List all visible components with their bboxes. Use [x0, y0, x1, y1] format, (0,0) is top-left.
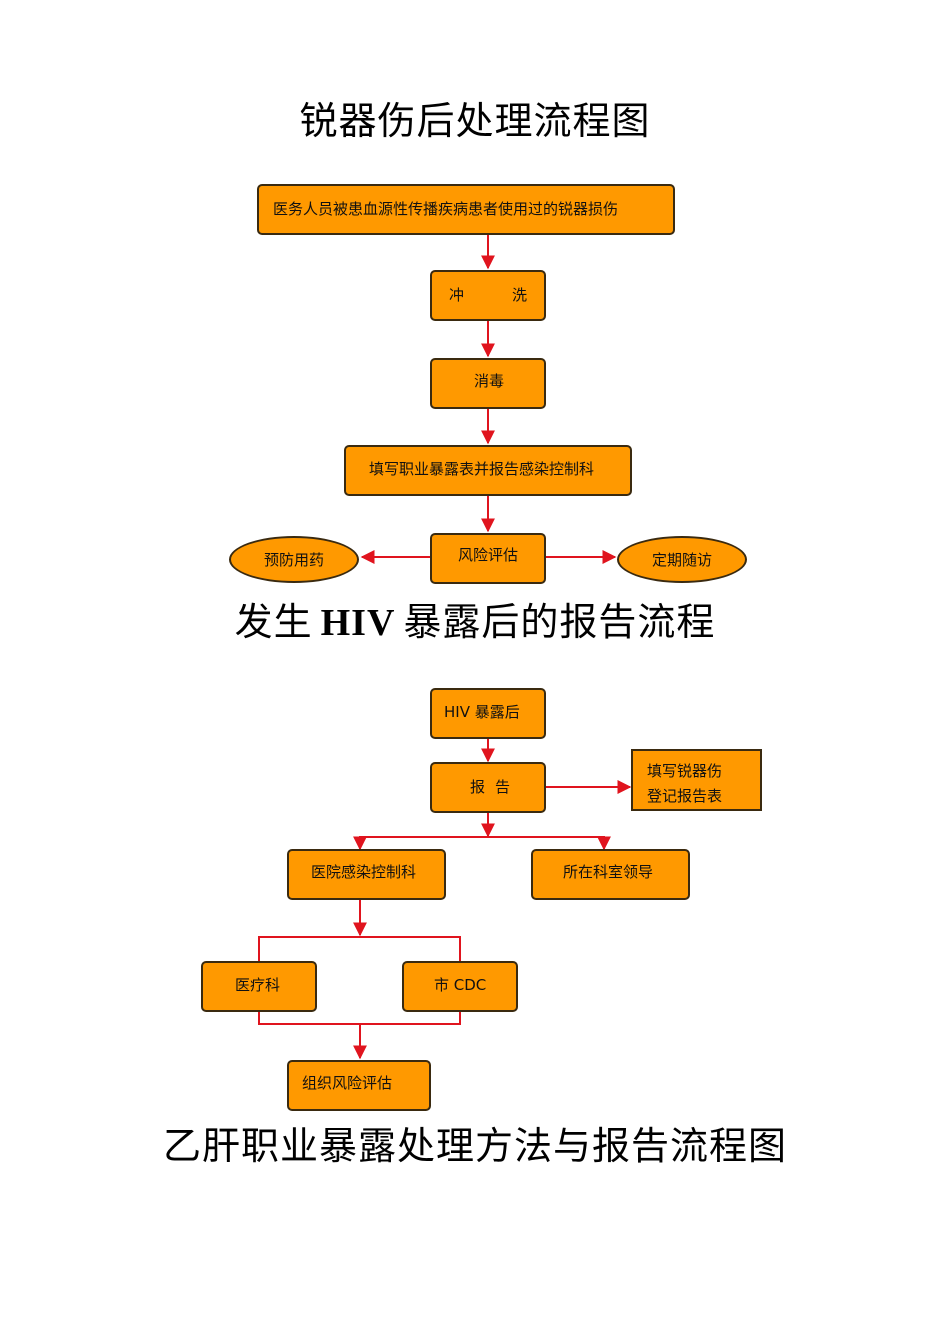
medical-dept-label: 医疗科	[235, 976, 281, 994]
dept-leader-label: 所在科室领导	[563, 863, 654, 881]
report-form-label: 填写职业暴露表并报告感染控制科	[369, 460, 595, 478]
registration-form-line2: 登记报告表	[647, 787, 723, 805]
risk-assessment-box: 风险评估	[430, 533, 546, 584]
hiv-title-bold: HIV	[320, 602, 396, 644]
organize-risk-label: 组织风险评估	[302, 1074, 393, 1092]
rinse-box: 冲 洗	[430, 270, 546, 321]
registration-form-line1: 填写锐器伤	[647, 762, 723, 780]
cdc-box: 市 CDC	[402, 961, 518, 1012]
disinfect-box: 消毒	[430, 358, 546, 409]
branch-bracket-top	[258, 936, 461, 961]
registration-form-box: 填写锐器伤 登记报告表	[631, 749, 762, 811]
risk-assessment-label: 风险评估	[458, 546, 519, 564]
rinse-label-a: 冲	[449, 286, 465, 304]
hiv-exposure-box: HIV 暴露后	[430, 688, 546, 739]
disinfect-label: 消毒	[474, 372, 505, 390]
followup-label: 定期随访	[651, 551, 712, 569]
hiv-report-label-b: 告	[495, 778, 511, 796]
rinse-label-b: 洗	[512, 286, 528, 304]
hepb-title: 乙肝职业暴露处理方法与报告流程图	[162, 1124, 787, 1168]
prophylaxis-label: 预防用药	[263, 551, 324, 569]
needlestick-title: 锐器伤后处理流程图	[299, 99, 651, 143]
cdc-label: 市 CDC	[434, 976, 487, 994]
infection-control-box: 医院感染控制科	[287, 849, 446, 900]
injury-box: 医务人员被患血源性传播疾病患者使用过的锐器损伤	[257, 184, 675, 235]
prophylaxis-oval: 预防用药	[229, 536, 359, 583]
followup-oval: 定期随访	[617, 536, 747, 583]
report-form-box: 填写职业暴露表并报告感染控制科	[344, 445, 632, 496]
hiv-report-label-a: 报	[470, 778, 486, 796]
hiv-exposure-label: HIV 暴露后	[444, 703, 520, 721]
hiv-title-post: 暴露后的报告流程	[403, 600, 716, 644]
branch-bracket-bottom	[258, 1012, 461, 1025]
injury-label: 医务人员被患血源性传播疾病患者使用过的锐器损伤	[273, 200, 619, 218]
hiv-title-pre: 发生	[234, 600, 313, 644]
medical-dept-box: 医疗科	[201, 961, 317, 1012]
infection-control-label: 医院感染控制科	[311, 863, 417, 881]
hiv-report-box: 报 告	[430, 762, 546, 813]
dept-leader-box: 所在科室领导	[531, 849, 690, 900]
branch-split	[359, 836, 605, 848]
organize-risk-box: 组织风险评估	[287, 1060, 431, 1111]
